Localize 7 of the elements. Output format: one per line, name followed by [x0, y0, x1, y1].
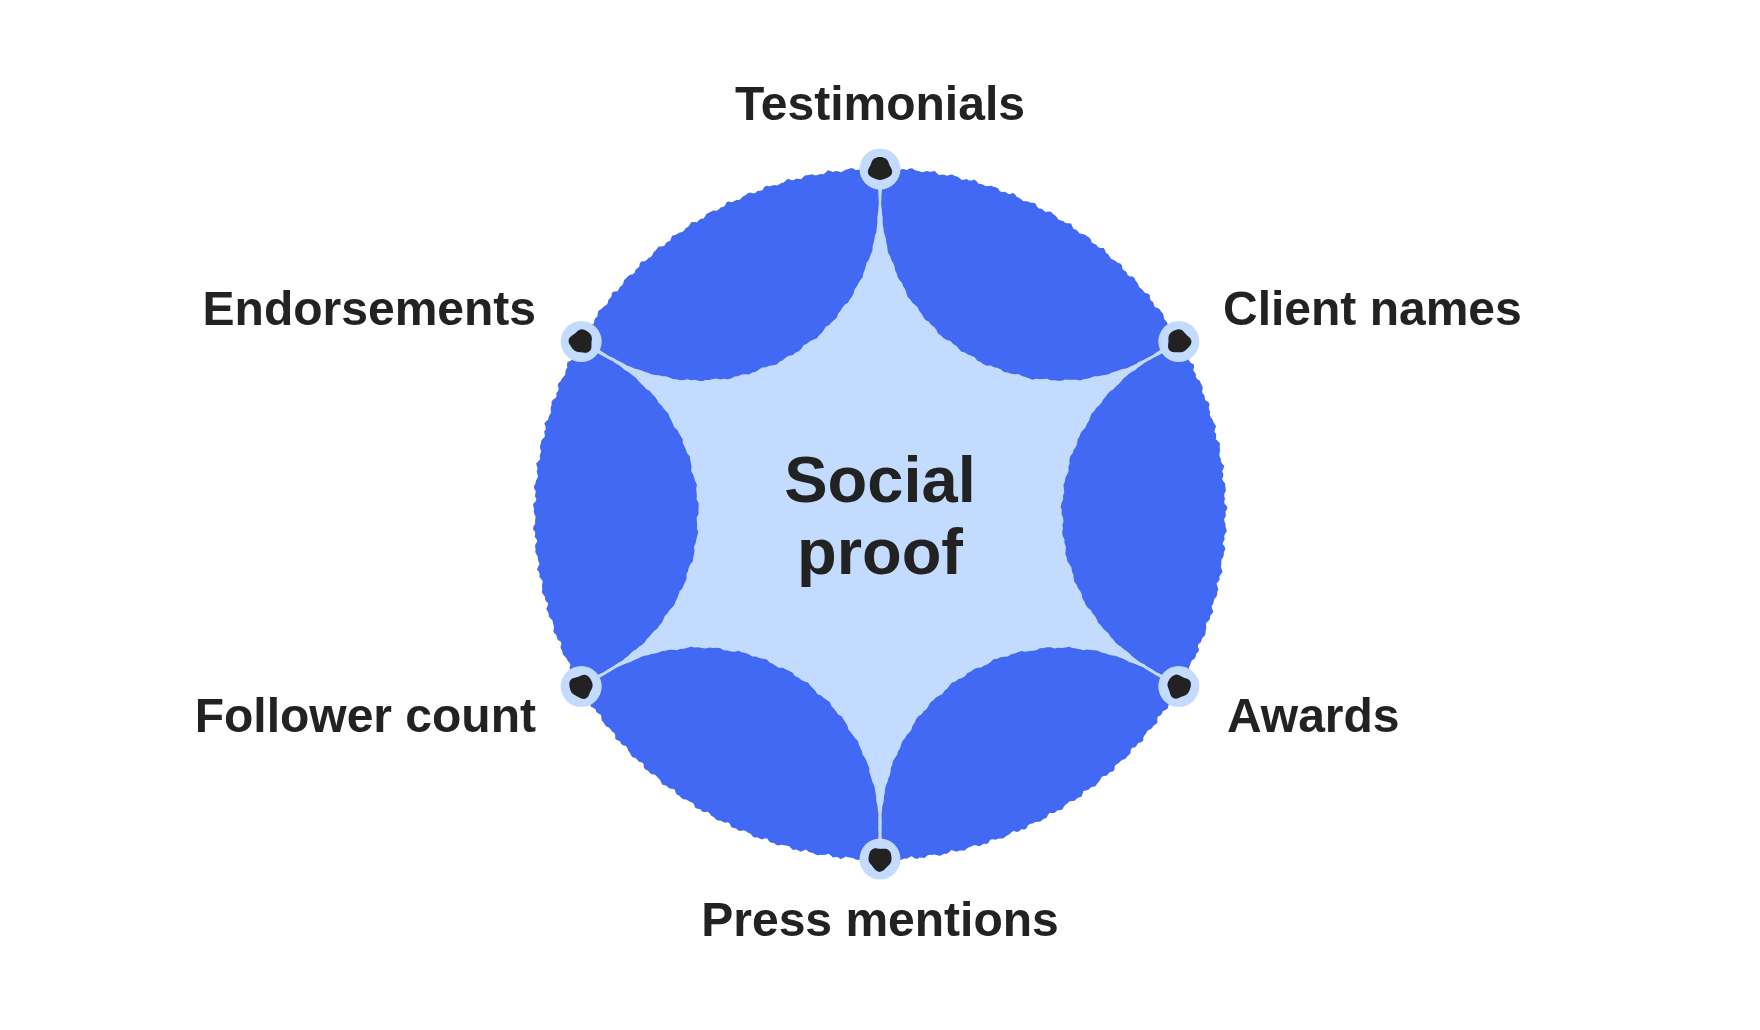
category-label: Client names — [1223, 281, 1522, 337]
category-label: Follower count — [194, 688, 536, 744]
category-label: Testimonials — [735, 76, 1025, 132]
category-label: Press mentions — [701, 892, 1059, 948]
hub-title: Social proof — [784, 444, 976, 588]
category-label: Endorsements — [202, 281, 536, 337]
category-label: Awards — [1227, 688, 1400, 744]
